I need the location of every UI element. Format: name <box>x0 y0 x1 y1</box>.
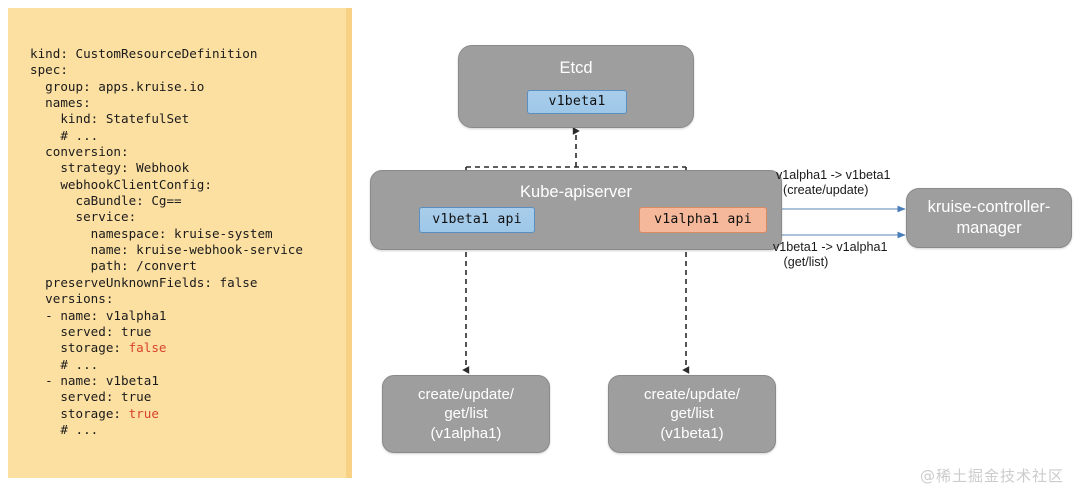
yaml-line: # ... <box>30 127 99 143</box>
panel-edge-stripe <box>346 8 352 478</box>
kube-apiserver-node: Kube-apiserver v1beta1 api v1alpha1 api <box>370 170 782 250</box>
v1alpha1-api-chip: v1alpha1 api <box>639 207 767 233</box>
yaml-highlighted-value: true <box>128 405 159 421</box>
yaml-line: served: true <box>30 389 152 405</box>
yaml-line: webhookClientConfig: <box>30 176 212 192</box>
yaml-line: conversion: <box>30 144 129 160</box>
yaml-line: # ... <box>30 421 99 437</box>
yaml-line: caBundle: Cg== <box>30 193 182 209</box>
yaml-line: served: true <box>30 323 152 339</box>
yaml-line: storage: true <box>30 405 159 421</box>
yaml-line: - name: v1beta1 <box>30 372 159 388</box>
conversion-flow-diagram: Etcd v1beta1 Kube-apiserver v1beta1 api … <box>360 0 1080 496</box>
yaml-line: - name: v1alpha1 <box>30 307 167 323</box>
edge-label-create-update: v1alpha1 -> v1beta1 (create/update) <box>776 168 891 197</box>
etcd-version-chip: v1beta1 <box>527 90 627 114</box>
yaml-line: kind: StatefulSet <box>30 111 190 127</box>
yaml-highlighted-value: false <box>128 340 167 356</box>
yaml-line: group: apps.kruise.io <box>30 78 205 94</box>
edge-label-get-list: v1beta1 -> v1alpha1 (get/list) <box>773 240 888 269</box>
yaml-line: strategy: Webhook <box>30 160 190 176</box>
yaml-line: service: <box>30 209 137 225</box>
watermark: @稀土掘金技术社区 <box>919 467 1064 485</box>
yaml-line: versions: <box>30 291 114 307</box>
kube-apiserver-title: Kube-apiserver <box>520 183 632 201</box>
yaml-line: name: kruise-webhook-service <box>30 242 303 258</box>
v1beta1-api-chip: v1beta1 api <box>419 207 535 233</box>
yaml-line: spec: <box>30 62 68 78</box>
yaml-line: kind: CustomResourceDefinition <box>30 46 258 61</box>
etcd-node: Etcd v1beta1 <box>458 45 694 128</box>
etcd-title: Etcd <box>559 59 593 77</box>
yaml-line: path: /convert <box>30 258 197 274</box>
kruise-controller-manager-node: kruise-controller-manager <box>906 188 1072 248</box>
yaml-line: # ... <box>30 356 99 372</box>
yaml-line: preserveUnknownFields: false <box>30 274 258 290</box>
yaml-line: namespace: kruise-system <box>30 225 273 241</box>
yaml-line: storage: false <box>30 340 167 356</box>
operations-v1beta1-node: create/update/get/list(v1beta1) <box>608 375 776 453</box>
operations-v1alpha1-node: create/update/get/list(v1alpha1) <box>382 375 550 453</box>
yaml-line: names: <box>30 95 91 111</box>
